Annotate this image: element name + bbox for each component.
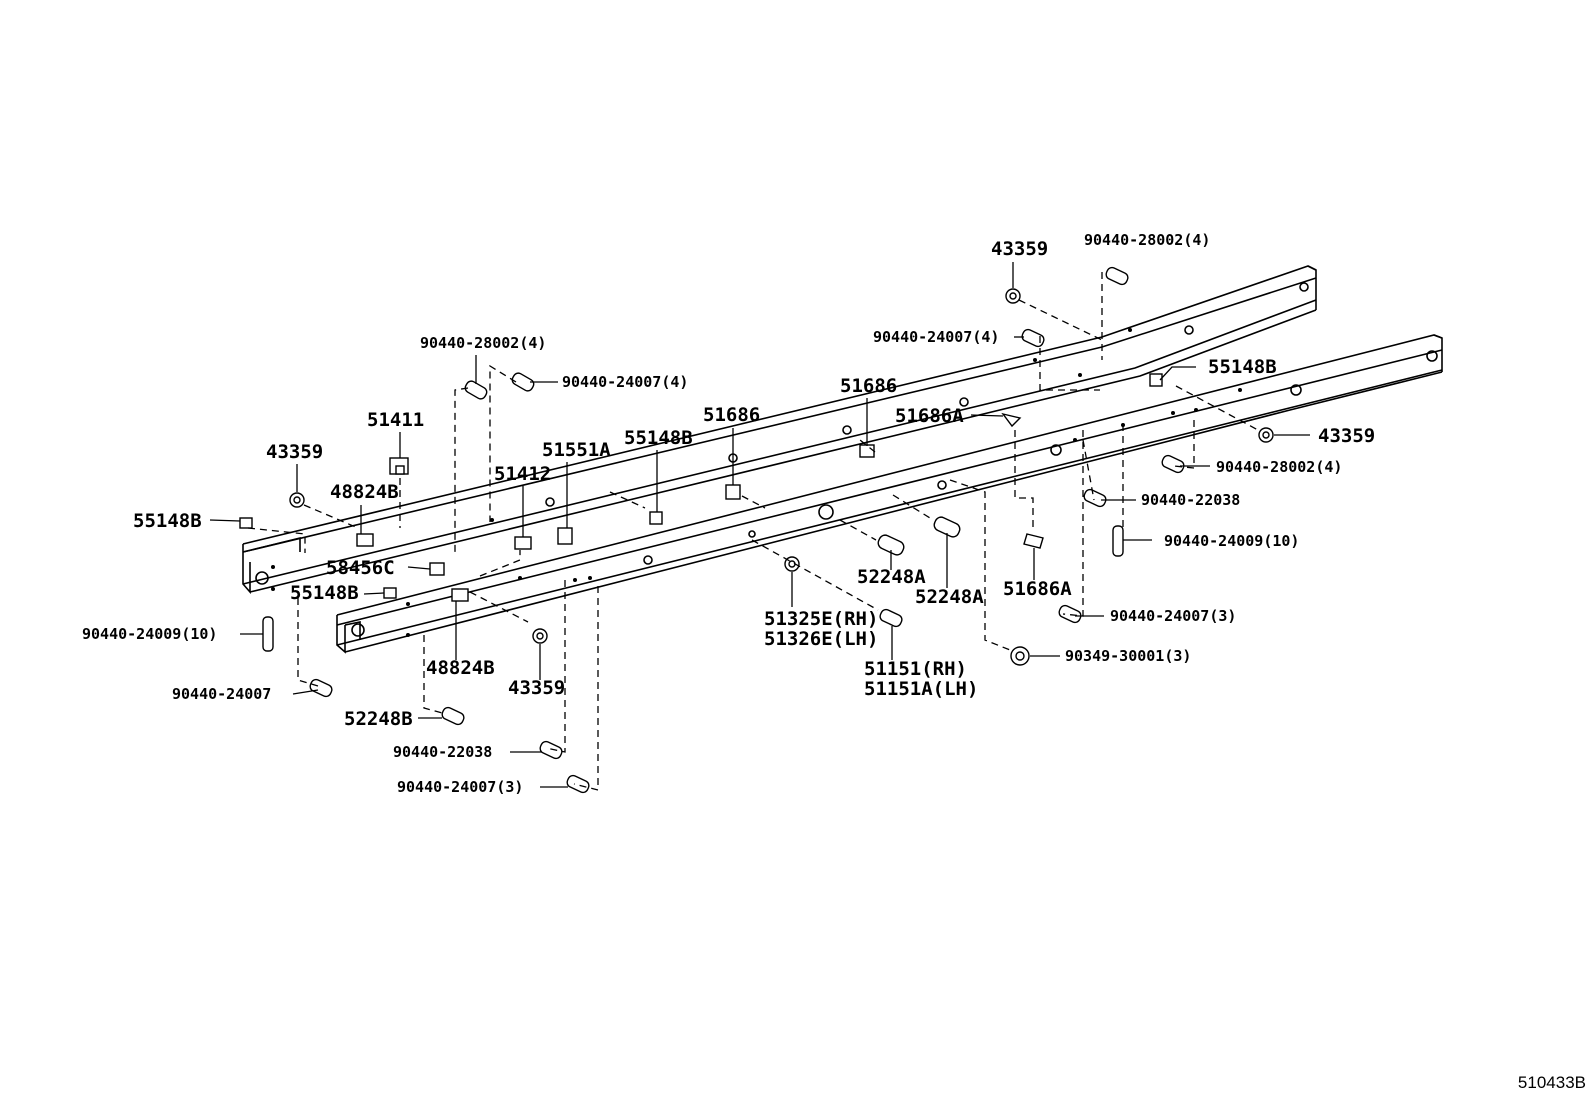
nut-icon xyxy=(532,628,548,644)
upper-frame-rail xyxy=(242,265,1317,595)
label-48824b-lower: 48824B xyxy=(426,657,495,679)
bracket-icon xyxy=(451,588,469,602)
bolt-icon xyxy=(879,608,903,628)
bolt-icon xyxy=(1021,328,1045,348)
bolt-icon xyxy=(511,372,535,392)
label-51326e-lh: 51326E(LH) xyxy=(764,628,878,650)
label-90440-28002-upper-right: 90440-28002(4) xyxy=(1084,231,1210,249)
label-90440-28002-right: 90440-28002(4) xyxy=(1216,458,1342,476)
nut-icon xyxy=(1005,288,1021,304)
label-90440-24009-left: 90440-24009(10) xyxy=(82,625,217,643)
bolt-icon xyxy=(441,706,465,726)
label-51686a-upper: 51686A xyxy=(895,405,964,427)
bracket-icon xyxy=(557,527,573,545)
label-48824b-upper: 48824B xyxy=(330,481,399,503)
bracket-icon xyxy=(649,511,663,525)
label-51551a: 51551A xyxy=(542,439,611,461)
bracket-icon xyxy=(725,484,741,500)
label-51686a-lower: 51686A xyxy=(1003,578,1072,600)
rivet-dots xyxy=(271,328,1242,637)
bracket-icon xyxy=(1001,412,1022,428)
bolt-icon xyxy=(933,516,961,538)
pin-icon xyxy=(262,616,274,652)
label-51151-rh: 51151(RH) xyxy=(864,658,967,680)
bolt-icon xyxy=(1058,604,1082,624)
label-52248a-right: 52248A xyxy=(915,586,984,608)
bracket-icon xyxy=(514,536,532,550)
bolt-icon xyxy=(1161,454,1185,474)
leader-lines xyxy=(209,262,1310,788)
part-icons xyxy=(239,266,1274,794)
label-90440-24007-3-right: 90440-24007(3) xyxy=(1110,607,1236,625)
bracket-icon xyxy=(1149,373,1163,387)
bolt-icon xyxy=(566,774,590,794)
label-43359-left: 43359 xyxy=(266,441,323,463)
bracket-icon xyxy=(859,444,875,458)
nut-icon xyxy=(1258,427,1274,443)
label-90440-24007-lower-left: 90440-24007 xyxy=(172,685,271,703)
label-52248b: 52248B xyxy=(344,708,413,730)
bolt-icon xyxy=(309,678,333,698)
label-51686-center: 51686 xyxy=(703,404,760,426)
pin-icon xyxy=(1112,525,1124,557)
label-90349-30001: 90349-30001(3) xyxy=(1065,647,1191,665)
label-90440-22038-right: 90440-22038 xyxy=(1141,491,1240,509)
bolt-icon xyxy=(1105,266,1129,286)
label-52248a-left: 52248A xyxy=(857,566,926,588)
label-90440-28002-left: 90440-28002(4) xyxy=(420,334,546,352)
bolt-icon xyxy=(1083,488,1107,508)
label-90440-24007-upper-right: 90440-24007(4) xyxy=(873,328,999,346)
label-55148b-far-left: 55148B xyxy=(133,510,202,532)
bracket-icon xyxy=(356,533,374,547)
diagram-reference-code: 510433B xyxy=(1517,1073,1586,1092)
label-55148b-right: 55148B xyxy=(1208,356,1277,378)
label-55148b-left: 55148B xyxy=(290,582,359,604)
bolt-icon xyxy=(539,740,563,760)
bracket-icon xyxy=(239,517,253,529)
bracket-icon xyxy=(383,587,397,599)
bracket-icon xyxy=(429,562,445,576)
bracket-icon xyxy=(1023,533,1044,549)
label-90440-24007-3-lower: 90440-24007(3) xyxy=(397,778,523,796)
bracket-icon xyxy=(389,457,409,475)
label-90440-22038-lower: 90440-22038 xyxy=(393,743,492,761)
label-43359-upper-right: 43359 xyxy=(991,238,1048,260)
label-90440-24007-left: 90440-24007(4) xyxy=(562,373,688,391)
label-43359-right: 43359 xyxy=(1318,425,1375,447)
bolt-icon xyxy=(877,534,905,556)
label-51325e-rh: 51325E(RH) xyxy=(764,608,878,630)
bolt-icon xyxy=(464,380,488,400)
label-55148b-center: 55148B xyxy=(624,427,693,449)
label-51686-right: 51686 xyxy=(840,375,897,397)
label-51412: 51412 xyxy=(494,463,551,485)
part-labels: 90440-28002(4) 43359 90440-24007(4) 5514… xyxy=(82,231,1375,796)
label-43359-lower: 43359 xyxy=(508,677,565,699)
nut-icon xyxy=(1010,646,1030,666)
label-90440-24009-right: 90440-24009(10) xyxy=(1164,532,1299,550)
label-51411: 51411 xyxy=(367,409,424,431)
label-51151a-lh: 51151A(LH) xyxy=(864,678,978,700)
label-58456c: 58456C xyxy=(326,557,395,579)
nut-icon xyxy=(289,492,305,508)
